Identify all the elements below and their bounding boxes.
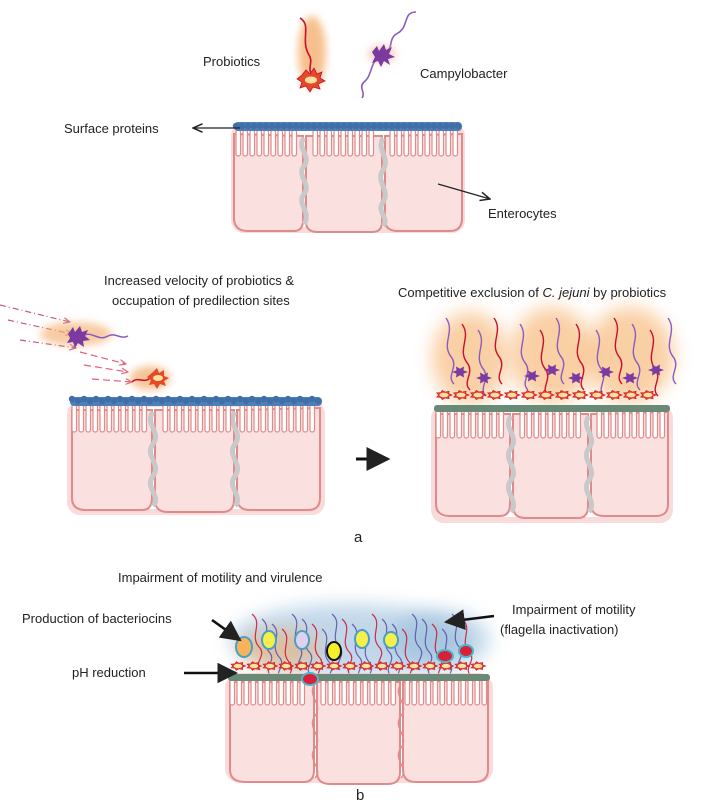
enterocyte-layer-right [431,405,673,523]
enterocyte-layer-left [67,395,325,515]
motility-arrow [443,609,495,630]
label-ph-reduction: pH reduction [72,665,146,680]
attached-probiotics-right [435,390,658,400]
attached-probiotics-bottom [230,661,487,671]
top-bacteria [296,11,417,99]
campylobacter-moving [40,322,129,348]
colonized-glow [432,307,674,404]
label-velocity-line2: occupation of predilection sites [112,293,290,308]
label-probiotics: Probiotics [203,54,261,69]
label-velocity-line1: Increased velocity of probiotics & [104,273,295,288]
label-motility-line1: Impairment of motility [512,602,636,617]
label-surface-proteins: Surface proteins [64,121,159,136]
surface-proteins-right [434,405,670,412]
label-motility-line2: (flagella inactivation) [500,622,619,637]
enterocytes-arrow [437,183,490,199]
enterocyte-layer-top [231,122,465,233]
bacteriocins-arrow [211,618,242,642]
panel-letter-a: a [354,529,363,546]
campylobacter-bacterium [360,11,417,99]
microvilli-top [235,129,459,157]
panel-letter-b: b [356,787,365,804]
exclusion-text-pre: Competitive exclusion of [398,285,543,300]
label-enterocytes: Enterocytes [488,206,557,221]
bacteriocin-vesicles [235,629,474,686]
label-impairment-title: Impairment of motility and virulence [118,570,323,585]
probiotic-moving [130,366,170,390]
label-bacteriocins: Production of bacteriocins [22,611,172,626]
exclusion-species: C. jejuni [542,285,590,300]
probiotic-bacterium [296,16,326,93]
surface-proteins-bottom [228,674,490,681]
enterocyte-layer-bottom [225,673,493,785]
colonizing-bacteria [445,317,677,397]
label-campylobacter: Campylobacter [420,66,508,81]
exclusion-text-post: by probiotics [589,285,667,300]
label-competitive-exclusion: Competitive exclusion of C. jejuni by pr… [398,285,666,301]
